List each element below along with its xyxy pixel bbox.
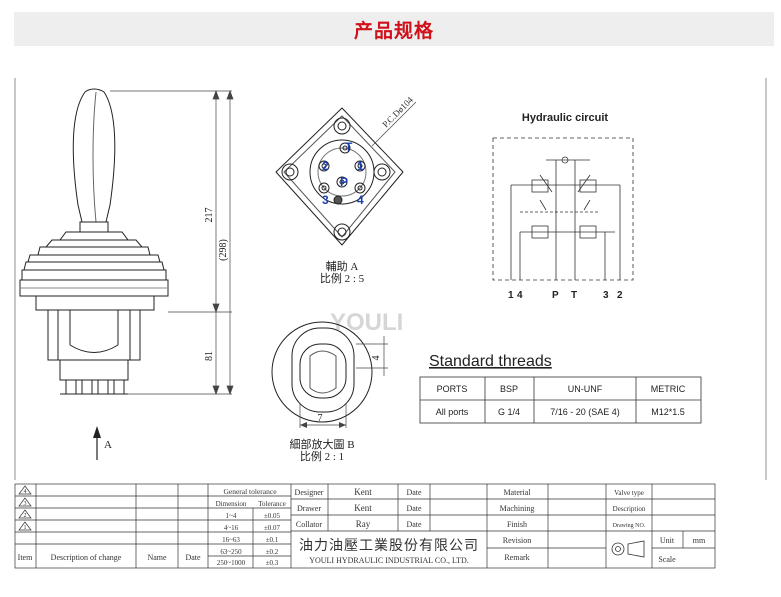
port-label-1: 1 bbox=[357, 159, 364, 173]
threads-table bbox=[419, 376, 702, 424]
company-name-chinese: 油力油壓工業股份有限公司 bbox=[299, 538, 479, 554]
item-header: Item bbox=[18, 553, 33, 562]
general-tolerance-label: General tolerance bbox=[223, 487, 277, 496]
projection-symbol-icon bbox=[611, 540, 645, 558]
view-b-title: 細部放大圖 B bbox=[289, 437, 354, 451]
collator-name: Ray bbox=[356, 519, 371, 529]
tol-range-4: 63~250 bbox=[220, 548, 242, 556]
port-labels: T 2 1 P 3 4 bbox=[322, 140, 364, 207]
remark-label: Remark bbox=[504, 553, 529, 562]
circuit-port-p: P bbox=[552, 290, 559, 301]
port-label-2: 2 bbox=[322, 159, 329, 173]
title-block-grid bbox=[14, 483, 716, 569]
dimension-label: Dimension bbox=[216, 500, 247, 508]
dim-width: 7 bbox=[318, 413, 323, 424]
top-view-diamond bbox=[275, 101, 417, 246]
revision-label: Revision bbox=[503, 536, 531, 545]
joystick-side-view bbox=[19, 88, 169, 395]
machining-label: Machining bbox=[500, 504, 535, 513]
threads-cell-ununf: 7/16 - 20 (SAE 4) bbox=[550, 407, 620, 417]
unit-value: mm bbox=[693, 536, 706, 545]
port-label-t: T bbox=[345, 140, 353, 154]
tol-value-3: ±0.1 bbox=[266, 536, 279, 544]
view-b-scale: 比例 2 : 1 bbox=[300, 449, 344, 463]
circuit-port-1: 1 bbox=[508, 290, 514, 301]
view-a-title: 輔助 A bbox=[326, 259, 359, 273]
description-label: Description bbox=[613, 505, 646, 513]
revision-2: 2 bbox=[24, 513, 27, 519]
threads-cell-ports: All ports bbox=[436, 407, 469, 417]
unit-label: Unit bbox=[660, 536, 675, 545]
threads-header-bsp: BSP bbox=[500, 384, 518, 394]
drawer-date-label: Date bbox=[406, 504, 422, 513]
revision-triangles bbox=[18, 485, 32, 531]
collator-date-label: Date bbox=[406, 520, 422, 529]
designer-label: Designer bbox=[295, 488, 324, 497]
date-header: Date bbox=[185, 553, 201, 562]
hydraulic-circuit-schematic bbox=[492, 137, 634, 281]
revision-1: 1 bbox=[24, 525, 27, 531]
material-label: Material bbox=[503, 488, 531, 497]
scale-label: Scale bbox=[658, 555, 676, 564]
tol-range-2: 4~16 bbox=[224, 524, 239, 532]
tolerance-label: Tolerance bbox=[258, 500, 286, 508]
designer-date-label: Date bbox=[406, 488, 422, 497]
dim-handle-height: 217 bbox=[204, 208, 215, 223]
view-a-scale: 比例 2 : 5 bbox=[320, 271, 365, 285]
tol-range-5: 250~1000 bbox=[217, 559, 246, 567]
revision-3: 3 bbox=[24, 501, 27, 507]
finish-label: Finish bbox=[507, 520, 527, 529]
port-label-4: 4 bbox=[357, 193, 364, 207]
valve-type-label: Valve type bbox=[614, 489, 644, 497]
threads-cell-bsp: G 1/4 bbox=[498, 407, 520, 417]
header-band: 产品规格 bbox=[14, 12, 774, 46]
threads-title: Standard threads bbox=[429, 353, 552, 370]
name-header: Name bbox=[147, 553, 167, 562]
threads-cell-metric: M12*1.5 bbox=[651, 407, 685, 417]
circuit-port-t: T bbox=[571, 290, 577, 301]
port-label-3: 3 bbox=[322, 193, 329, 207]
dim-total-height: (298) bbox=[218, 239, 229, 261]
dim-lower-height: 81 bbox=[204, 351, 215, 361]
description-header: Description of change bbox=[51, 553, 122, 562]
drawing-no-label: Drawing NO. bbox=[613, 523, 646, 529]
circuit-port-4: 4 bbox=[517, 290, 523, 301]
side-view-dimensions bbox=[110, 90, 234, 395]
revision-4: 4 bbox=[24, 489, 27, 495]
port-label-p: P bbox=[340, 175, 348, 189]
drawer-label: Drawer bbox=[297, 504, 321, 513]
circuit-port-3: 3 bbox=[603, 290, 609, 301]
tol-value-2: ±0.07 bbox=[264, 524, 281, 532]
collator-label: Collator bbox=[296, 520, 323, 529]
circuit-port-2: 2 bbox=[617, 290, 623, 301]
view-a-arrow bbox=[93, 426, 101, 460]
threads-header-ununf: UN-UNF bbox=[568, 384, 603, 394]
view-direction-label: A bbox=[104, 439, 112, 451]
company-name-english: YOULI HYDRAULIC INDUSTRIAL CO., LTD. bbox=[309, 556, 469, 565]
tol-range-1: 1~4 bbox=[226, 512, 237, 520]
circuit-port-labels: 1 4 P T 3 2 bbox=[508, 290, 623, 301]
circuit-title: Hydraulic circuit bbox=[522, 112, 609, 124]
dim-depth: 4 bbox=[371, 356, 382, 361]
designer-name: Kent bbox=[354, 487, 372, 497]
threads-header-ports: PORTS bbox=[437, 384, 468, 394]
drawing-frame bbox=[14, 78, 767, 480]
pcd-label: P.C.Dø104 bbox=[380, 94, 415, 129]
threads-header-metric: METRIC bbox=[651, 384, 686, 394]
detail-view-b bbox=[271, 321, 388, 428]
tol-value-4: ±0.2 bbox=[266, 548, 279, 556]
drawer-name: Kent bbox=[354, 503, 372, 513]
page-title: 产品规格 bbox=[353, 20, 434, 42]
tol-range-3: 16~63 bbox=[222, 536, 240, 544]
tol-value-5: ±0.3 bbox=[266, 559, 279, 567]
watermark-logo: YOULI bbox=[330, 309, 403, 336]
tol-value-1: ±0.05 bbox=[264, 512, 281, 520]
